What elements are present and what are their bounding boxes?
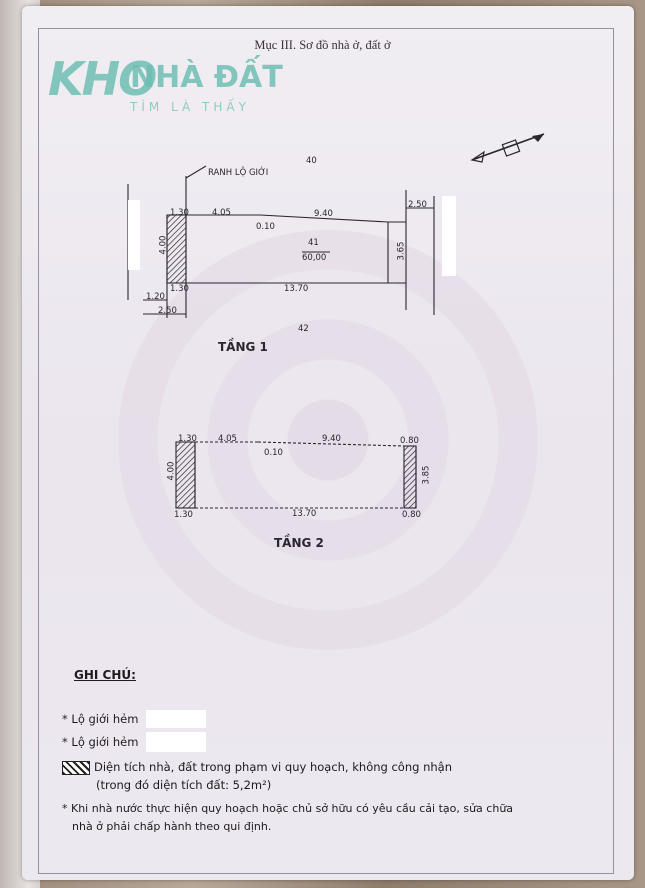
north-arrow-icon [470, 133, 545, 163]
page-title: Mục III. Sơ đồ nhà ở, đất ở [254, 38, 391, 52]
f2-dim-top-b: 9.40 [322, 434, 341, 444]
logo-tagline: TÌM LÀ THẤY [130, 100, 250, 114]
notes-heading: GHI CHÚ: [74, 668, 136, 682]
f2-dim-bottom-right: 0.80 [402, 510, 421, 520]
note-planning-area: Diện tích nhà, đất trong phạm vi quy hoạ… [62, 760, 452, 775]
floor2-plan [175, 441, 417, 509]
floor2-title: TẦNG 2 [274, 536, 324, 550]
f1-dim-top-right: 2.50 [408, 200, 427, 210]
f2-dim-left-height: 4.00 [166, 461, 177, 481]
note-planning-text: Diện tích nhà, đất trong phạm vi quy hoạ… [94, 760, 452, 774]
f1-dim-right-height: 3.65 [396, 241, 407, 261]
f1-dim-bottom-left: 1.30 [170, 284, 189, 294]
f2-dim-top-left: 1.30 [178, 434, 197, 444]
redaction-block [128, 200, 140, 270]
f2-dim-top-right: 0.80 [400, 436, 419, 446]
floor1-plan [127, 165, 435, 318]
neighbor-lot-north: 40 [306, 156, 317, 166]
page-frame [38, 28, 614, 874]
f1-dim-offset: 0.10 [256, 222, 275, 232]
redaction-block [442, 196, 456, 276]
redaction-block [146, 732, 206, 752]
watermark-logo: KHO NHÀ ĐẤT TÌM LÀ THẤY [48, 52, 288, 132]
f2-dim-right-height: 3.85 [421, 465, 432, 485]
lot-area: 60,00 [302, 253, 327, 263]
f2-dim-offset: 0.10 [264, 448, 283, 458]
f1-dim-below-a: 1.20 [146, 292, 165, 302]
f1-dim-below-b: 2.50 [158, 306, 177, 316]
f1-dim-top-b: 9.40 [314, 209, 333, 219]
watermark-seal [118, 230, 538, 650]
f1-dim-bottom: 13.70 [284, 284, 309, 294]
f1-dim-top-left: 1.30 [170, 208, 189, 218]
logo-mark: KHO [48, 52, 157, 106]
lot-number: 41 [308, 238, 319, 248]
f2-dim-bottom-left: 1.30 [174, 510, 193, 520]
f1-dim-top-a: 4.05 [212, 208, 231, 218]
floor1-title: TẦNG 1 [218, 340, 268, 354]
note-renovation: * Khi nhà nước thực hiện quy hoạch hoặc … [62, 802, 514, 815]
logo-brand: NHÀ ĐẤT [130, 60, 283, 95]
hatch-legend-icon [62, 760, 90, 775]
note-planning-sub: (trong đó diện tích đất: 5,2m²) [96, 778, 272, 792]
f2-dim-top-a: 4.05 [218, 434, 237, 444]
note-renovation-2: nhà ở phải chấp hành theo qui định. [72, 820, 272, 833]
note-road-1: * Lộ giới hẻm [62, 712, 139, 726]
redaction-block [146, 710, 206, 728]
f2-dim-bottom: 13.70 [292, 509, 317, 519]
f1-dim-left-height: 4.00 [158, 235, 169, 255]
road-boundary-label: RANH LỘ GIỚI [208, 168, 269, 178]
neighbor-lot-south: 42 [298, 324, 309, 334]
note-road-2: * Lộ giới hẻm [62, 735, 139, 749]
